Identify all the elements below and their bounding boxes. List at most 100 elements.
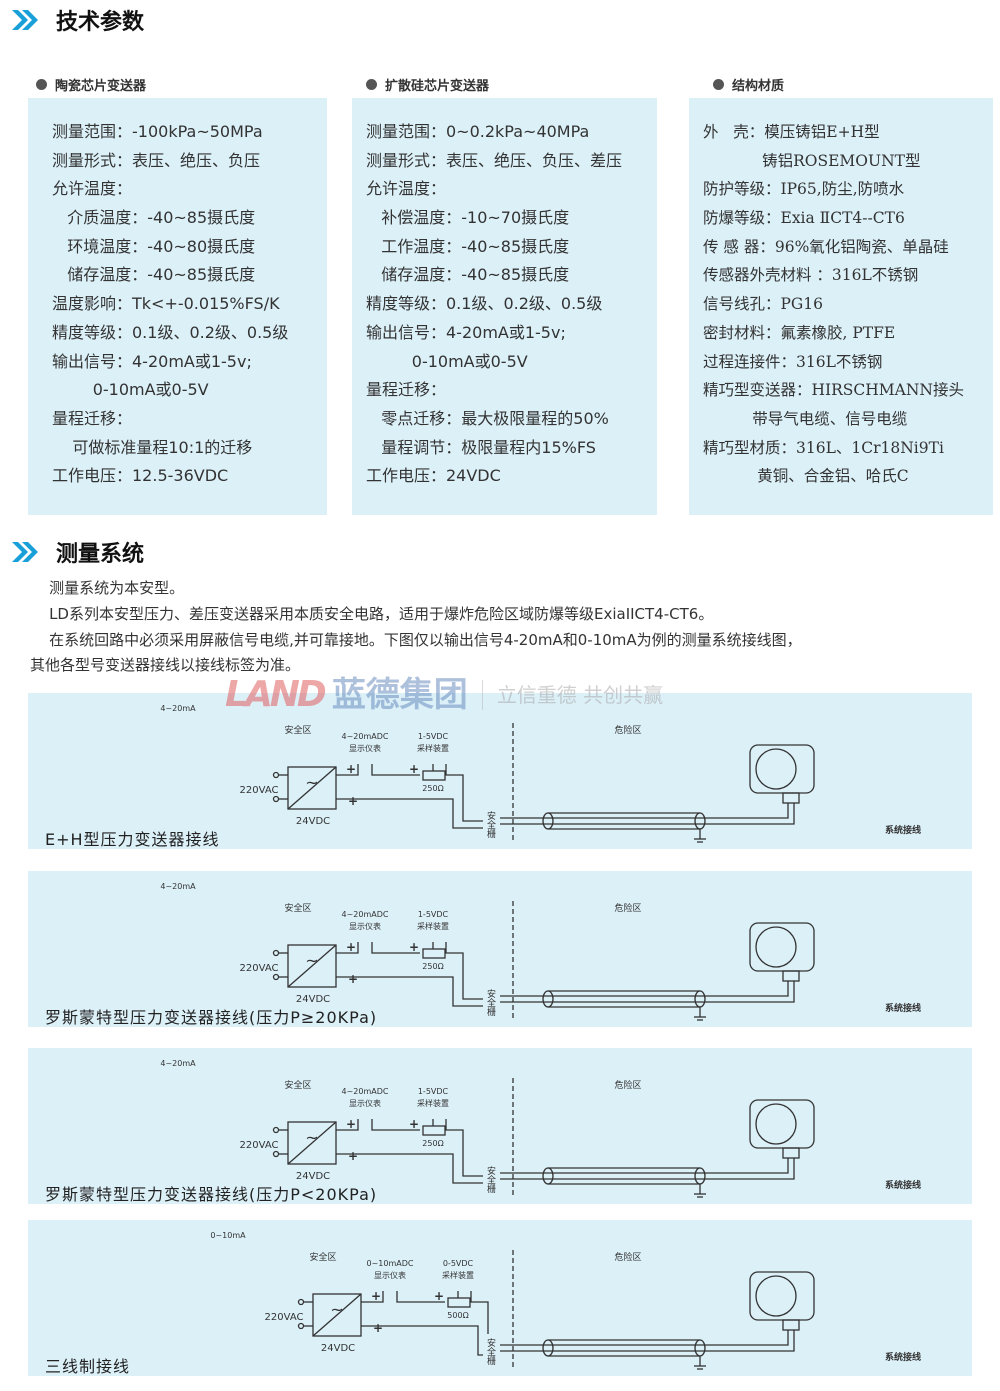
supply-in-label: 220VAC	[240, 963, 279, 974]
diagram-svg: + + + ~ 4~20mA 安全区 4~20mADC 显示仪表 1-5VDC …	[160, 1059, 921, 1198]
spec-line: 测量形式：表压、绝压、负压、差压	[366, 150, 623, 170]
danger-zone-label: 危险区	[614, 724, 641, 736]
sampler-range-label: 1-5VDC	[418, 910, 449, 919]
diagram-svg: + + + ~ 0~10mA 安全区 0~10mADC 显示仪表 0-5VDC …	[210, 1231, 921, 1370]
bullet-icon	[713, 79, 724, 90]
diagram-svg: + + + ~ 4~20mA 安全区 4~20mADC 显示仪表 1-5VDC …	[160, 704, 921, 843]
spec-line: 信号线孔：PG16	[703, 295, 824, 314]
heading-text: 陶瓷芯片变送器	[55, 79, 147, 94]
spec-line: 密封材料：氟素橡胶, PTFE	[703, 323, 896, 342]
spec-line: 精度等级：0.1级、0.2级、0.5级	[52, 322, 289, 342]
meter-label: 显示仪表	[349, 1098, 381, 1108]
paragraph: 其他各型号变送器接线以接线标签为准。	[30, 656, 301, 674]
paragraph: LD系列本安型压力、差压变送器采用本质安全电路，适用于爆炸危险区域防爆等级Exi…	[30, 605, 714, 623]
danger-zone-label: 危险区	[614, 1079, 641, 1091]
sampler-label: 采样装置	[417, 921, 449, 931]
spec-line: 温度影响：Tk<+-0.015%FS/K	[52, 294, 280, 314]
section-technical-params: 技术参数	[10, 4, 144, 36]
spec-line: 测量范围：-100kPa~50MPa	[52, 122, 263, 141]
spec-line: 黄铜、合金铝、哈氏C	[703, 467, 909, 486]
spec-line: 工作电压：12.5-36VDC	[52, 466, 229, 486]
spec-line: 防护等级：IP65,防尘,防喷水	[703, 180, 905, 199]
sampler-label: 采样装置	[417, 743, 449, 753]
spec-line: 铸铝ROSEMOUNT型	[703, 151, 921, 170]
spec-line: 传 感 器：96%氧化铝陶瓷、单晶硅	[703, 237, 949, 256]
barrier-box	[483, 807, 497, 839]
resistor	[447, 1297, 471, 1308]
power-converter	[287, 766, 337, 810]
spec-line: 量程迁移：	[366, 380, 447, 400]
barrier-box	[483, 985, 497, 1017]
system-wiring-tag: 系统接线	[885, 1002, 921, 1014]
transmitter-icon	[749, 744, 815, 794]
box-heading-silicon: 扩散硅芯片变送器	[366, 75, 489, 94]
safe-zone-label: 安全区	[284, 724, 311, 736]
minus-sign: +	[346, 762, 356, 776]
spec-line: 输出信号：4-20mA或1-5v;	[52, 351, 252, 371]
spec-line: 测量范围：0~0.2kPa~40MPa	[366, 122, 590, 141]
barrier-label: 安全栅	[485, 1337, 496, 1366]
spec-line: 工作温度：-40~85摄氏度	[366, 236, 570, 256]
minus-sign: +	[346, 940, 356, 954]
signal-label: 4~20mA	[160, 704, 196, 713]
power-converter	[287, 1121, 337, 1165]
bullet-icon	[36, 79, 47, 90]
plus-sign: +	[373, 1321, 383, 1335]
meter-label: 显示仪表	[349, 743, 381, 753]
ac-symbol: ~	[330, 1300, 343, 1319]
wiring-diagram-rosemount-low: + + + ~ 4~20mA 安全区 4~20mADC 显示仪表 1-5VDC …	[28, 1048, 972, 1204]
meter-range-label: 4~20mADC	[342, 732, 389, 741]
spec-line: 带导气电缆、信号电缆	[703, 409, 908, 428]
plus-sign: +	[434, 1289, 444, 1303]
system-wiring-tag: 系统接线	[885, 824, 921, 836]
transmitter-icon	[749, 1099, 815, 1149]
diagram-svg: + + + ~ 4~20mA 安全区 4~20mADC 显示仪表 1-5VDC …	[160, 882, 921, 1021]
spec-line: 传感器外壳材料 ：316L不锈钢	[703, 266, 919, 285]
spec-line: 外 壳：模压铸铝E+H型	[703, 123, 880, 141]
power-converter	[287, 944, 337, 988]
system-wiring-tag: 系统接线	[885, 1179, 921, 1191]
danger-zone-label: 危险区	[614, 1251, 641, 1263]
signal-label: 0~10mA	[210, 1231, 246, 1240]
signal-label: 4~20mA	[160, 1059, 196, 1068]
arrow-icon	[12, 10, 38, 30]
barrier-label: 安全栅	[485, 810, 496, 839]
safe-zone-label: 安全区	[309, 1251, 336, 1263]
plus-sign: +	[348, 972, 358, 986]
divider	[481, 680, 483, 710]
transmitter-icon	[749, 1271, 815, 1321]
power-converter	[312, 1293, 362, 1337]
spec-line: 工作电压：24VDC	[366, 466, 501, 486]
supply-out-label: 24VDC	[296, 816, 330, 827]
transmitter-icon	[749, 922, 815, 972]
resistor-label: 250Ω	[422, 962, 443, 971]
ac-symbol: ~	[305, 1128, 318, 1147]
minus-sign: +	[346, 1117, 356, 1131]
spec-line: 0-10mA或0-5V	[52, 380, 209, 400]
supply-in-label: 220VAC	[240, 1140, 279, 1151]
sampler-label: 采样装置	[442, 1270, 474, 1280]
sampler-label: 采样装置	[417, 1098, 449, 1108]
barrier-label: 安全栅	[485, 988, 496, 1017]
supply-out-label: 24VDC	[321, 1343, 355, 1354]
barrier-box	[483, 1162, 497, 1194]
supply-out-label: 24VDC	[296, 1171, 330, 1182]
spec-line: 环境温度：-40~80摄氏度	[52, 236, 256, 256]
signal-label: 4~20mA	[160, 882, 196, 891]
spec-line: 0-10mA或0-5V	[366, 351, 528, 371]
meter-range-label: 4~20mADC	[342, 1087, 389, 1096]
resistor	[422, 948, 446, 959]
watermark: LAND 蓝德集团 立信重德 共创共赢	[225, 674, 664, 715]
diagram-caption: 罗斯蒙特型压力变送器接线(压力P<20KPa)	[45, 1185, 378, 1204]
section-title: 测量系统	[56, 542, 145, 567]
watermark-logo: LAND	[225, 674, 327, 715]
sampler-range-label: 0-5VDC	[443, 1259, 474, 1268]
spec-line: 防爆等级：Exia ⅡCT4--CT6	[703, 209, 905, 228]
watermark-slogan: 立信重德 共创共赢	[496, 683, 664, 707]
plus-sign: +	[409, 1117, 419, 1131]
ac-symbol: ~	[305, 951, 318, 970]
box-heading-material: 结构材质	[713, 75, 784, 94]
